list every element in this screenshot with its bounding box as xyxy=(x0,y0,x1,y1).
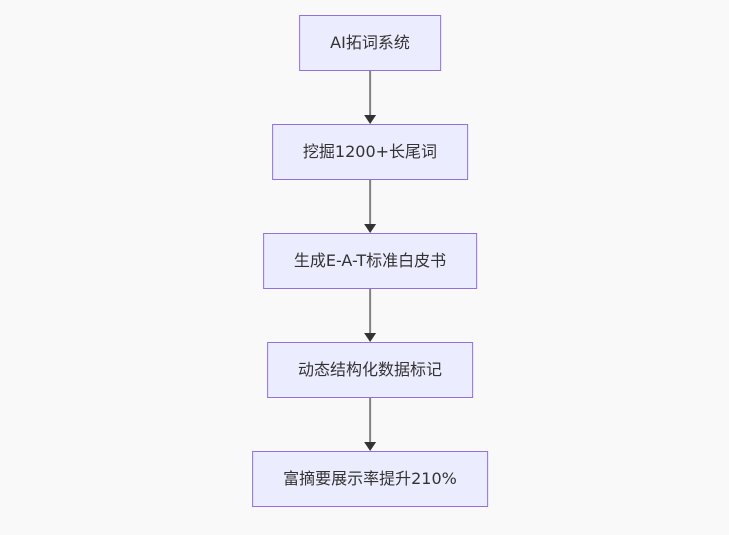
node-label: 动态结构化数据标记 xyxy=(297,360,442,379)
edge-line xyxy=(369,289,371,333)
flow-node-eat-whitepaper: 生成E-A-T标准白皮书 xyxy=(262,233,478,289)
node-label: 生成E-A-T标准白皮书 xyxy=(293,251,447,270)
edge-c-d xyxy=(364,289,376,342)
arrowhead-down-icon xyxy=(364,333,376,342)
edge-line xyxy=(369,71,371,115)
flow-node-longtail-mining: 挖掘1200+长尾词 xyxy=(271,124,469,180)
node-label: AI拓词系统 xyxy=(330,33,410,52)
arrowhead-down-icon xyxy=(364,115,376,124)
flowchart: AI拓词系统 挖掘1200+长尾词 生成E-A-T标准白皮书 动态结构化数据标记… xyxy=(252,15,488,507)
node-label: 挖掘1200+长尾词 xyxy=(302,142,438,161)
flow-node-ai-keyword-system: AI拓词系统 xyxy=(299,15,441,71)
edge-d-e xyxy=(364,398,376,451)
arrowhead-down-icon xyxy=(364,442,376,451)
edge-line xyxy=(369,398,371,442)
flow-node-rich-snippet-rate: 富摘要展示率提升210% xyxy=(252,451,488,507)
edge-b-c xyxy=(364,180,376,233)
edge-a-b xyxy=(364,71,376,124)
arrowhead-down-icon xyxy=(364,224,376,233)
node-label: 富摘要展示率提升210% xyxy=(283,469,457,488)
flow-node-structured-data-markup: 动态结构化数据标记 xyxy=(266,342,473,398)
edge-line xyxy=(369,180,371,224)
